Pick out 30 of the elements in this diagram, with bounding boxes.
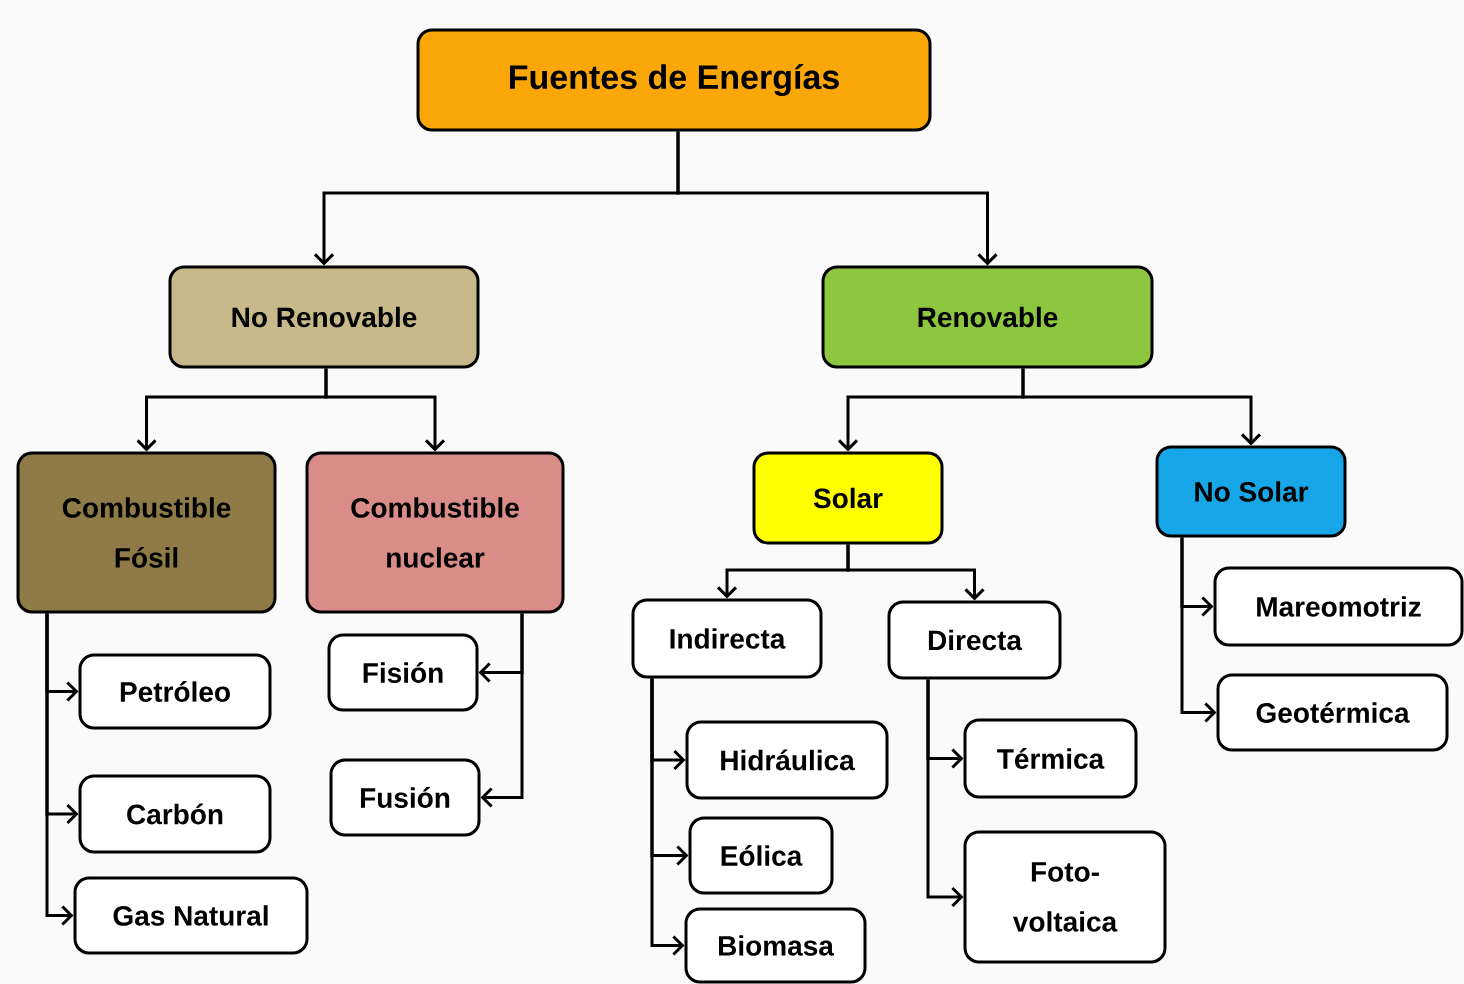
category-box: Combustible Fósil [16,451,277,614]
arrow [846,544,985,601]
category-box: Eólica [688,816,834,895]
arrow [324,368,446,452]
category-box: Carbón [78,774,272,854]
arrow [1021,368,1262,446]
arrow [45,613,74,926]
category-box: Gas Natural [73,876,309,955]
category-box: Biomasa [684,907,867,984]
arrow [480,613,524,808]
category-box: Combustible nuclear [305,451,565,614]
category-box: Petróleo [78,653,272,730]
arrow [650,678,685,956]
category-box: Foto- voltaica [963,830,1167,964]
category-box: No Solar [1155,445,1347,538]
category-box: Fusión [329,758,481,837]
category-box: Térmica [963,718,1138,799]
category-box: Mareomotriz [1213,566,1464,647]
title-box: Fuentes de Energías [416,28,932,132]
category-box: No Renovable [168,265,480,369]
arrow [926,679,964,908]
category-box: Hidráulica [685,720,889,800]
category-box: Geotérmica [1216,673,1449,752]
arrow [1180,537,1217,723]
category-box: Fisión [327,633,479,712]
category-box: Renovable [821,265,1154,369]
arrow [676,131,998,266]
category-box: Solar [752,451,944,545]
category-box: Directa [887,600,1062,680]
category-box: Indirecta [631,598,823,679]
